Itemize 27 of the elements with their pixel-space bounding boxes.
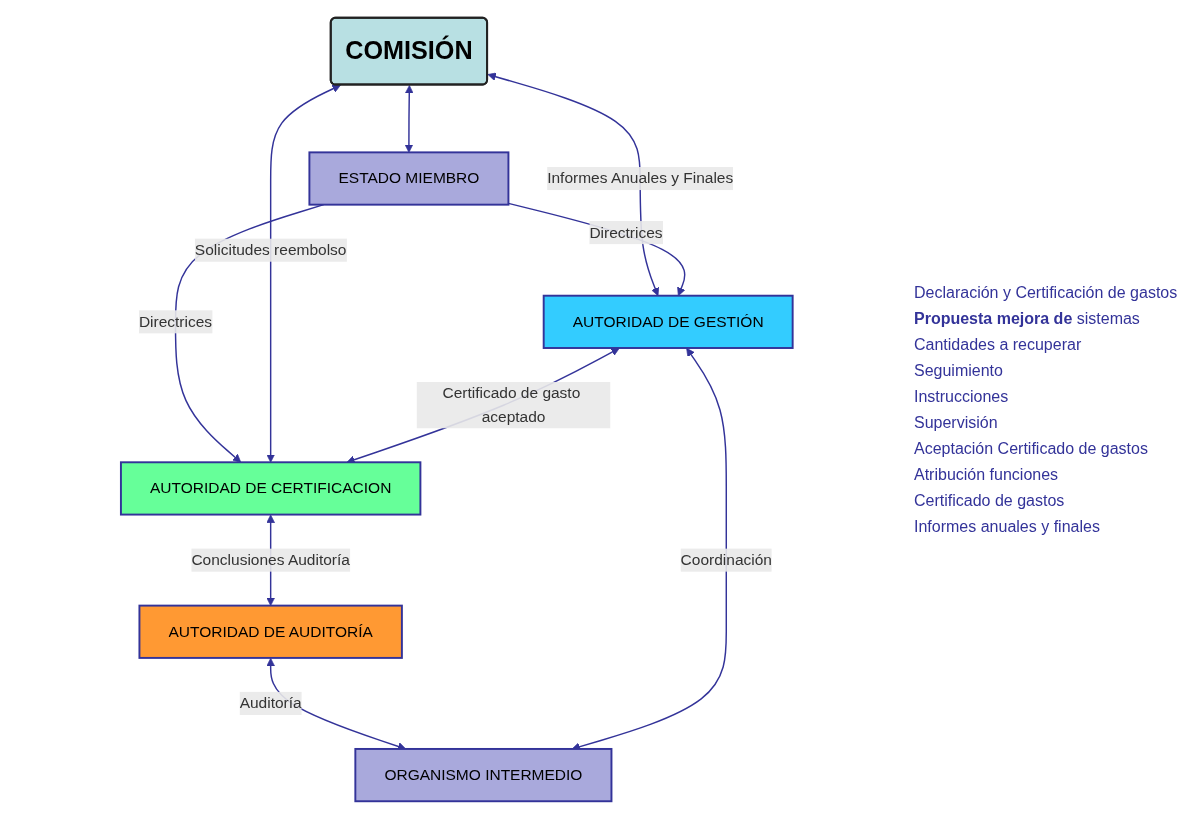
node-box: ESTADO MIEMBRO bbox=[308, 151, 510, 206]
annotation-text: Cantidades a recuperar bbox=[914, 335, 1083, 354]
annotation-text: Instrucciones bbox=[914, 387, 1010, 406]
edge-label: Directrices bbox=[589, 223, 663, 241]
arrow bbox=[507, 202, 686, 297]
arrow bbox=[346, 347, 620, 464]
edge-label: Auditoría bbox=[239, 694, 302, 712]
annotation-text: Supervisión bbox=[914, 413, 999, 432]
node-box: AUTORIDAD DE CERTIFICACION bbox=[120, 461, 422, 516]
edge-label: Informes Anuales y Finales bbox=[547, 169, 734, 187]
annotation-text: Seguimiento bbox=[914, 361, 1004, 380]
annotation-text: Atribución funciones bbox=[914, 465, 1060, 484]
edge-label: Solicitudes reembolso bbox=[195, 241, 347, 258]
edge-label: Conclusiones Auditoría bbox=[191, 551, 351, 568]
node-box: AUTORIDAD DE AUDITORÍA bbox=[138, 604, 404, 659]
arrow bbox=[266, 84, 341, 463]
annotation-text: Declaración y Certificación de gastos bbox=[914, 283, 1179, 302]
annotation-text: Propuesta mejora de sistemas bbox=[914, 309, 1141, 328]
annotation-text: Informes anuales y finales bbox=[914, 517, 1101, 536]
node-box: AUTORIDAD DE GESTIÓN bbox=[542, 294, 794, 349]
node-box: ORGANISMO INTERMEDIO bbox=[354, 748, 613, 803]
annotation-text: Aceptación Certificado de gastos bbox=[914, 439, 1149, 458]
edge-label: Directrices bbox=[139, 313, 213, 330]
annotation-text: Certificado de gastos bbox=[914, 491, 1066, 510]
edge-label: Certificado de gasto aceptado bbox=[442, 384, 581, 425]
edge-label: Coordinación bbox=[680, 551, 773, 568]
arrow bbox=[404, 85, 414, 153]
